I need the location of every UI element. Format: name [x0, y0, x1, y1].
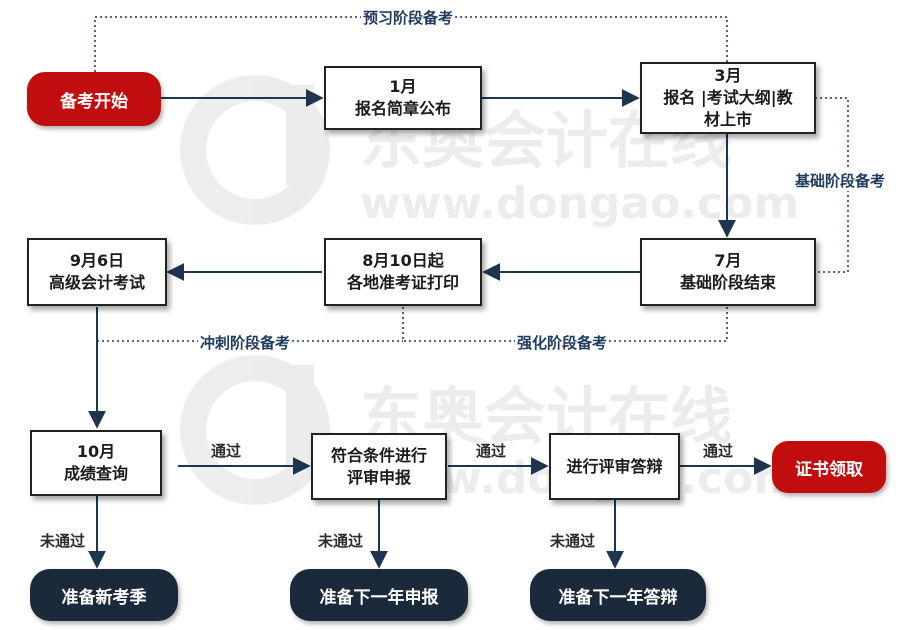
outcome-next-apply: 准备下一年申报: [290, 569, 468, 621]
watermark-url-top: www.dongao.com: [360, 178, 799, 229]
watermark-logo-bottom: [180, 355, 330, 505]
outcome-new-season: 准备新考季: [30, 569, 178, 621]
box-october: 10月 成绩查询: [30, 430, 162, 496]
box-september-line1: 9月6日: [69, 251, 125, 270]
box-january-line1: 1月: [389, 77, 417, 96]
box-apply-line2: 评审申报: [346, 467, 411, 487]
basic-stage-label: 基础阶段备考: [793, 170, 888, 191]
box-january: 1月 报名简章公布: [324, 66, 482, 130]
box-july-line1: 7月: [714, 251, 742, 270]
box-july: 7月 基础阶段结束: [640, 238, 816, 306]
box-apply: 符合条件进行 评审申报: [311, 433, 447, 500]
box-september-line2: 高级会计考试: [48, 273, 145, 292]
sprint-stage-label: 冲刺阶段备考: [198, 332, 293, 353]
box-august-line1: 8月10日起: [362, 251, 444, 270]
box-defense: 进行评审答辩: [549, 433, 680, 500]
fail-label-1: 未通过: [40, 532, 86, 550]
certificate-pill: 证书领取: [772, 441, 886, 493]
box-january-line2: 报名简章公布: [354, 99, 451, 118]
start-pill: 备考开始: [27, 72, 161, 126]
box-march-line1: 3月: [714, 66, 742, 85]
pass-label-3: 通过: [703, 442, 734, 460]
box-march-line2: 报名 |考试大纲|教: [663, 88, 793, 107]
box-august: 8月10日起 各地准考证打印: [324, 238, 482, 306]
box-august-line2: 各地准考证打印: [346, 273, 459, 292]
box-september: 9月6日 高级会计考试: [27, 238, 167, 306]
box-july-line2: 基础阶段结束: [679, 273, 776, 292]
box-march: 3月 报名 |考试大纲|教 材上市: [640, 62, 816, 134]
watermark-logo-top: [180, 75, 330, 225]
box-defense-line1: 进行评审答辩: [566, 456, 663, 476]
preview-stage-label: 预习阶段备考: [361, 7, 456, 28]
outcome-next-defense: 准备下一年答辩: [530, 569, 706, 621]
box-october-line2: 成绩查询: [63, 464, 128, 483]
fail-label-2: 未通过: [318, 532, 364, 550]
box-apply-line1: 符合条件进行: [330, 445, 427, 465]
box-march-line3: 材上市: [703, 110, 752, 129]
strengthen-stage-label: 强化阶段备考: [515, 332, 610, 353]
pass-label-2: 通过: [476, 442, 507, 460]
fail-label-3: 未通过: [550, 532, 596, 550]
pass-label-1: 通过: [211, 442, 242, 460]
box-october-line1: 10月: [76, 442, 116, 461]
